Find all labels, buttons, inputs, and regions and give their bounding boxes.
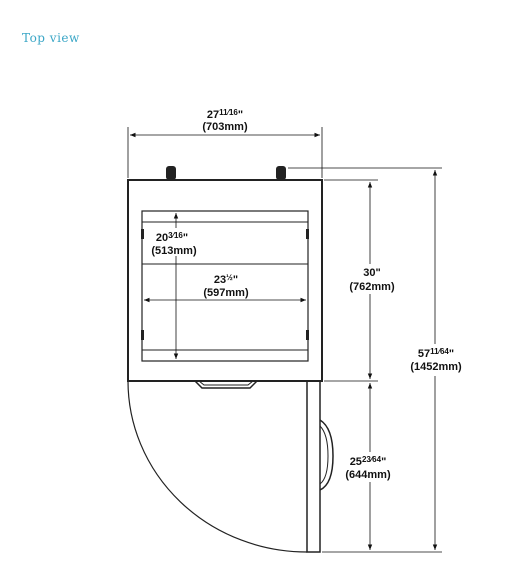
door-swing-metric: (644mm) [345,469,391,481]
overall-width-metric: (703mm) [202,121,248,133]
overall-depth-label: 5711⁄64" [418,347,454,360]
shelf-clips [141,229,309,340]
interior-depth-metric: (513mm) [151,245,197,257]
overall-width-label: 2711⁄16" [207,108,243,121]
view-label: Top view [22,31,80,45]
door-swing-arc [127,380,308,553]
overall-width-dimension [127,127,323,178]
cabinet-depth-metric: (762mm) [349,281,395,293]
interior-width-metric: (597mm) [203,287,249,299]
interior-depth-label: 203⁄16" [156,231,188,244]
front-handle [194,380,258,389]
door-swing-label: 2523⁄64" [350,455,387,468]
interior-width-label: 23½" [214,273,238,286]
cabinet-depth-label: 30" [363,267,380,279]
overall-depth-metric: (1452mm) [410,361,462,373]
cabinet-outline [127,179,323,382]
open-door [306,380,334,553]
rear-knobs [166,166,286,180]
